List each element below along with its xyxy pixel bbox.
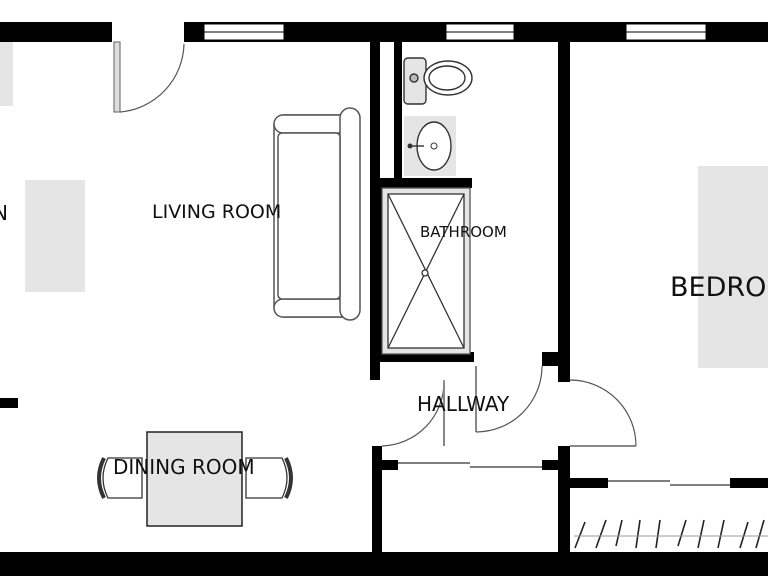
kitchen-island [25, 180, 85, 292]
door-hall-left-swing [381, 381, 445, 447]
wall-bed-closet-left [570, 478, 608, 488]
room-label-kitchen: N [0, 201, 8, 225]
dining-set [97, 431, 293, 527]
wall-closet-top-right [542, 460, 560, 470]
room-label-dining: DINING ROOM [113, 455, 255, 479]
toilet [403, 57, 473, 105]
door-bedroom-swing [569, 379, 637, 447]
shower [381, 187, 471, 355]
dining-chair-left [102, 457, 143, 499]
wall-top-left [0, 22, 112, 42]
bathroom-sink [404, 116, 456, 176]
dining-table [146, 431, 243, 527]
walls [0, 22, 768, 576]
closet-hangers [574, 519, 768, 549]
wall-bath-right [558, 40, 570, 380]
wall-shower-top [380, 178, 472, 188]
windows [203, 23, 707, 41]
sofa [273, 107, 361, 321]
kitchen-counter [0, 42, 13, 106]
door-bath-swing [475, 365, 543, 433]
wall-hall-right-lower [558, 446, 570, 552]
door-entry-swing [119, 43, 185, 113]
wall-hall-top-right [542, 352, 560, 366]
room-label-bathroom: BATHROOM [420, 223, 507, 241]
wall-shower-bottom [372, 352, 474, 362]
wall-left-stub [0, 398, 18, 408]
labels: N LIVING ROOM BATHROOM HALLWAY DINING RO… [0, 201, 766, 479]
wall-closet-top-left [380, 460, 398, 470]
wall-hall-top-left [372, 362, 380, 380]
wall-bed-closet-right [730, 478, 768, 488]
dining-chair-right [245, 457, 288, 499]
room-label-hallway: HALLWAY [417, 392, 510, 416]
wall-shower-left [372, 188, 382, 360]
room-label-living: LIVING ROOM [152, 201, 281, 223]
doors [113, 41, 637, 447]
door-entry-leaf [113, 41, 121, 113]
closet-doors [398, 462, 730, 486]
wall-bottom [0, 552, 768, 576]
wall-bath-inner [394, 40, 402, 180]
wall-hall-left-lower [372, 446, 382, 552]
furniture [0, 42, 768, 527]
bed [698, 166, 768, 368]
wall-bed-door-stub [558, 378, 570, 382]
room-label-bedroom: BEDRO [670, 272, 766, 303]
